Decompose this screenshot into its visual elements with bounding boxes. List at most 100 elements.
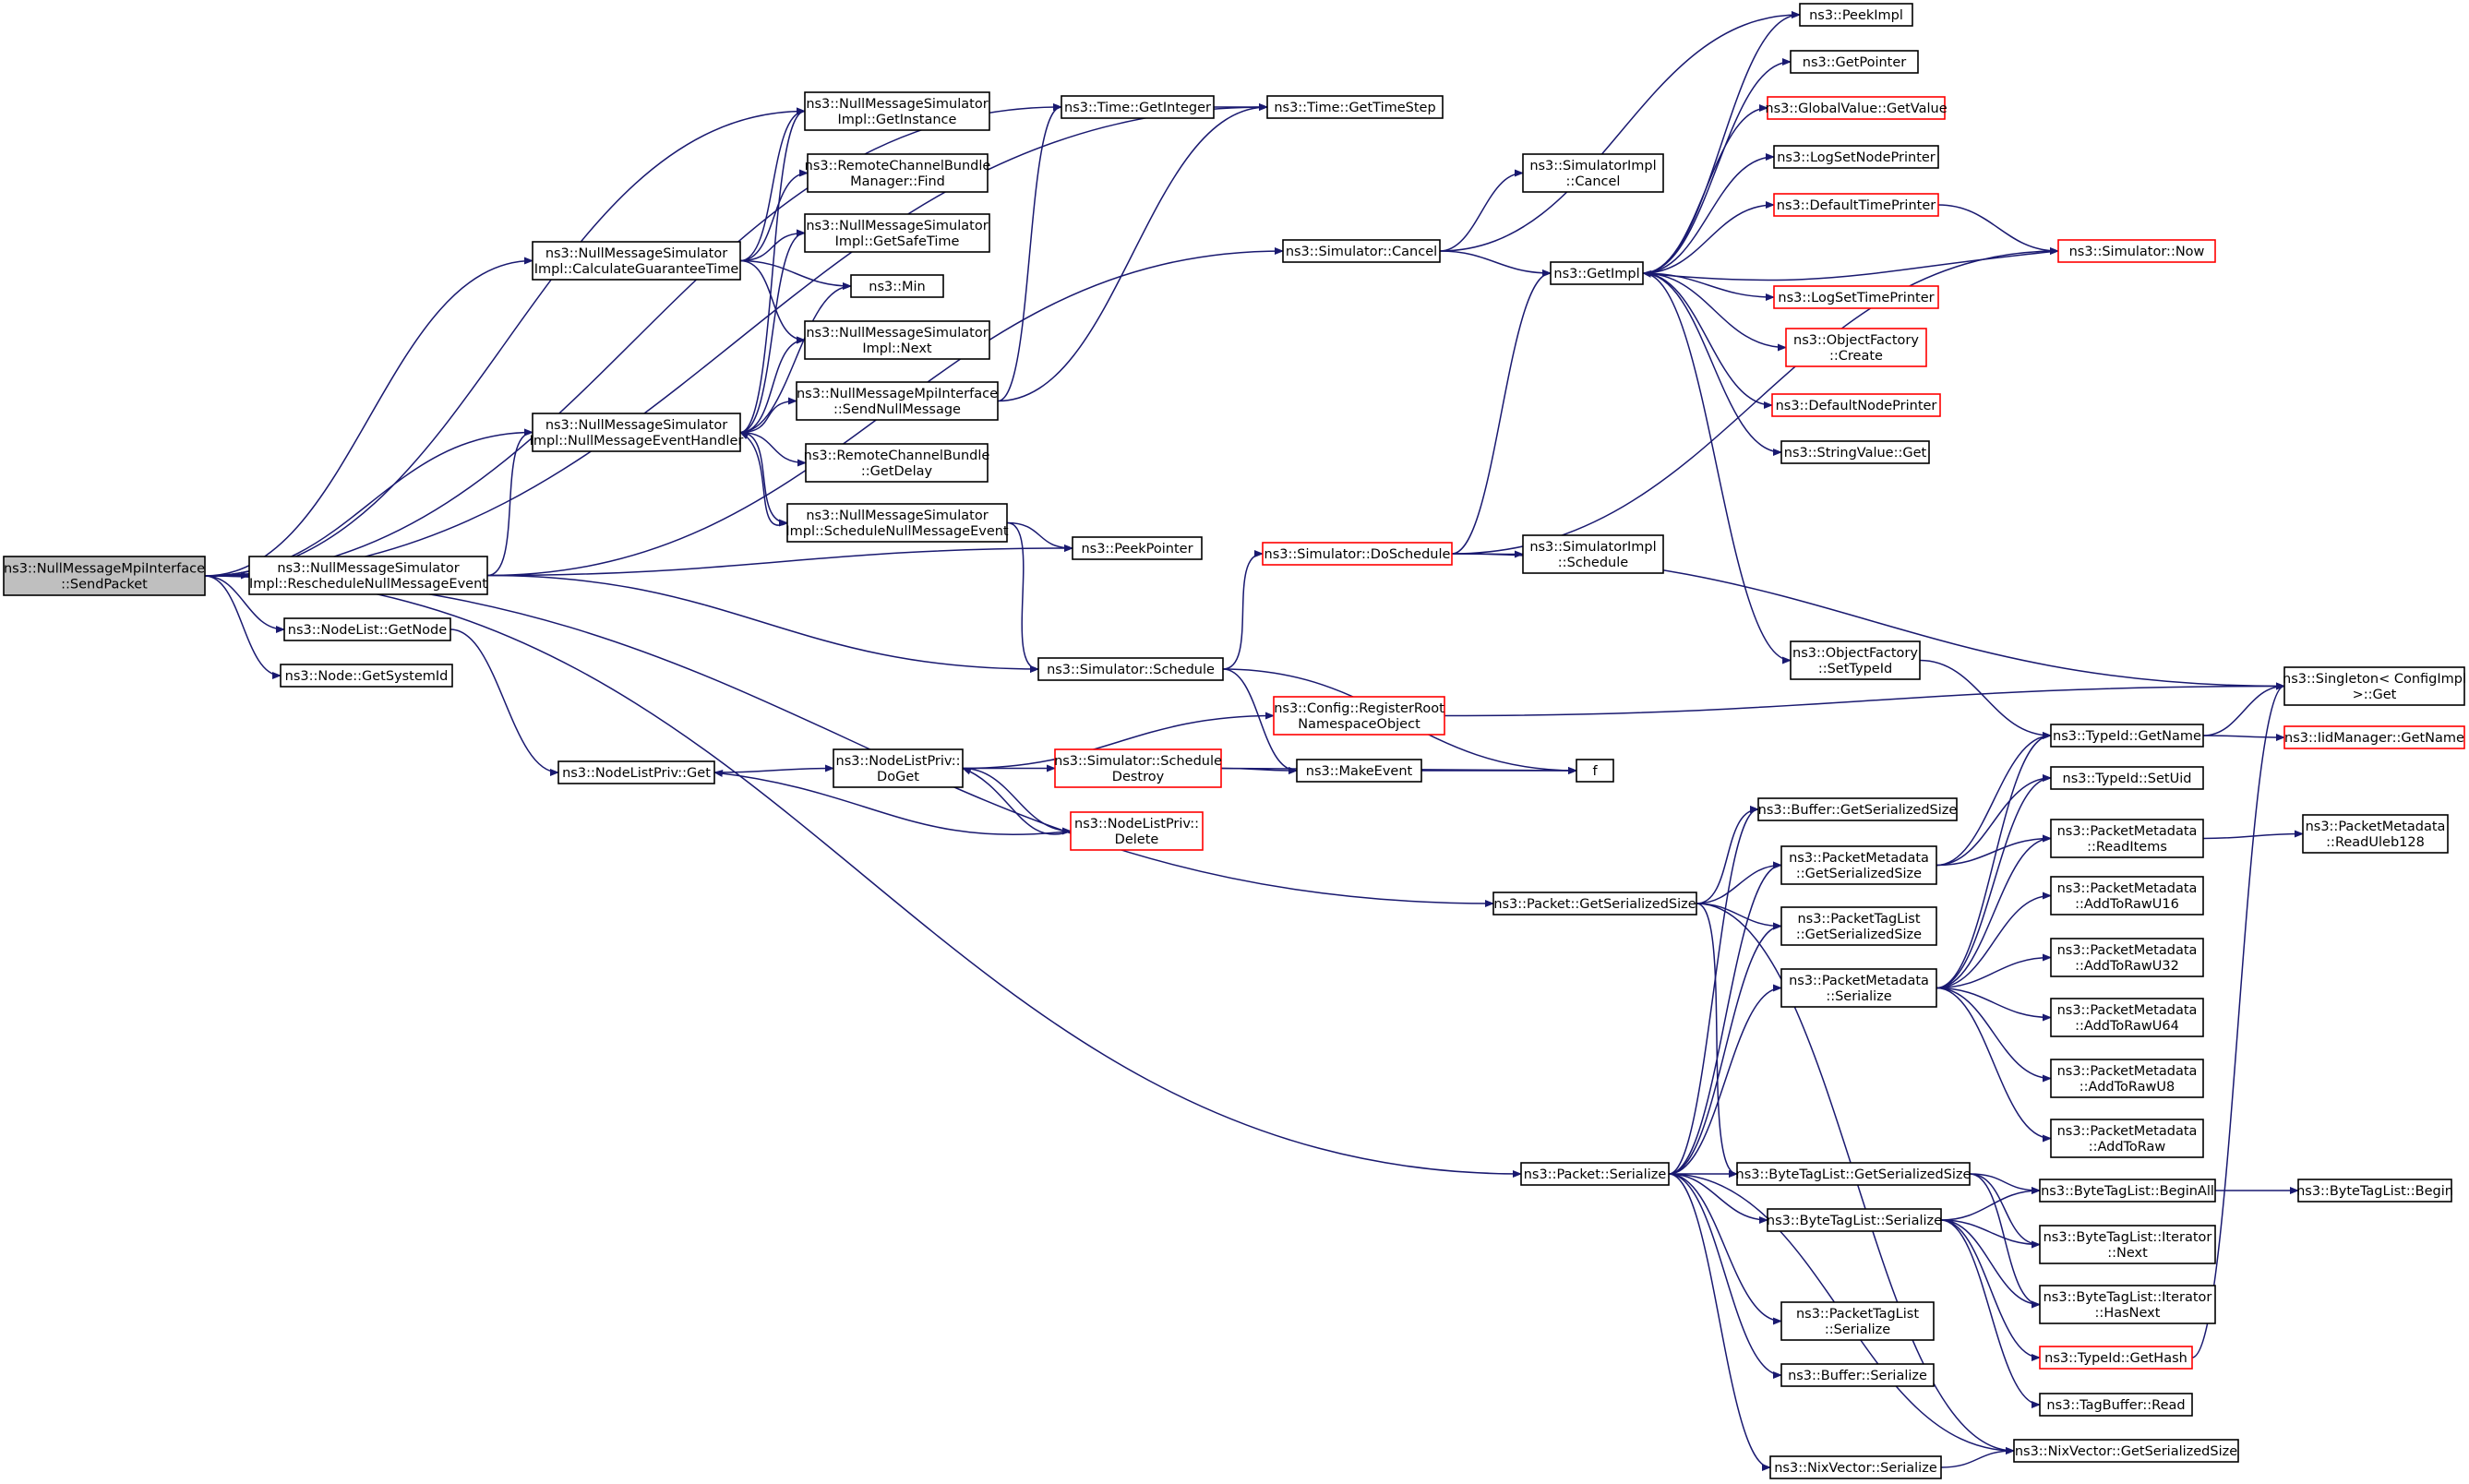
node-box[interactable] xyxy=(1492,892,1697,916)
node-resched[interactable]: ns3::NullMessageSimulatorImpl::Reschedul… xyxy=(248,556,488,595)
node-box[interactable] xyxy=(532,413,741,452)
node-box[interactable] xyxy=(1769,1455,1942,1479)
node-f[interactable]: f xyxy=(1576,759,1614,783)
node-box[interactable] xyxy=(2050,1119,2204,1158)
node-timeGetInteger[interactable]: ns3::Time::GetInteger xyxy=(1061,95,1215,119)
node-iidManagerGetName[interactable]: ns3::IidManager::GetName xyxy=(2283,725,2465,749)
node-simImplCancel[interactable]: ns3::SimulatorImpl::Cancel xyxy=(1522,153,1664,193)
node-pmSerialize[interactable]: ns3::PacketMetadata::Serialize xyxy=(1780,968,1937,1008)
node-typeIdGetName[interactable]: ns3::TypeId::GetName xyxy=(2050,724,2204,748)
node-btlIterHasNext[interactable]: ns3::ByteTagList::Iterator::HasNext xyxy=(2039,1285,2216,1324)
node-schedNull[interactable]: ns3::NullMessageSimulatorImpl::ScheduleN… xyxy=(785,503,1009,543)
node-box[interactable] xyxy=(2050,998,2204,1037)
node-box[interactable] xyxy=(283,617,451,641)
node-box[interactable] xyxy=(2050,766,2204,790)
node-nodeGetSysId[interactable]: ns3::Node::GetSystemId xyxy=(280,664,453,688)
node-box[interactable] xyxy=(833,748,964,788)
node-btlBeginAll[interactable]: ns3::ByteTagList::BeginAll xyxy=(2039,1179,2216,1203)
node-box[interactable] xyxy=(1757,797,1958,821)
node-simNow[interactable]: ns3::Simulator::Now xyxy=(2057,239,2216,263)
node-ptlGetSerSize[interactable]: ns3::PacketTagList::GetSerializedSize xyxy=(1780,906,1937,946)
node-box[interactable] xyxy=(2039,1225,2216,1264)
node-nixSerialize[interactable]: ns3::NixVector::Serialize xyxy=(1769,1455,1942,1479)
node-box[interactable] xyxy=(2050,938,2204,977)
node-box[interactable] xyxy=(786,503,1008,543)
node-box[interactable] xyxy=(1780,440,1930,464)
node-pmGetSerSize[interactable]: ns3::PacketMetadata::GetSerializedSize xyxy=(1780,845,1937,885)
node-stringValueGet[interactable]: ns3::StringValue::Get xyxy=(1780,440,1930,464)
node-box[interactable] xyxy=(1773,193,1939,217)
node-box[interactable] xyxy=(1061,95,1215,119)
node-pmReadUleb128[interactable]: ns3::PacketMetadata::ReadUleb128 xyxy=(2302,814,2449,854)
node-box[interactable] xyxy=(1576,759,1614,783)
node-box[interactable] xyxy=(805,443,989,483)
node-box[interactable] xyxy=(1054,748,1222,788)
node-box[interactable] xyxy=(804,213,990,253)
node-box[interactable] xyxy=(1070,811,1204,851)
node-box[interactable] xyxy=(2039,1285,2216,1324)
node-box[interactable] xyxy=(557,760,715,784)
node-typeIdGetHash[interactable]: ns3::TypeId::GetHash xyxy=(2039,1346,2193,1370)
node-box[interactable] xyxy=(1266,95,1444,119)
node-box[interactable] xyxy=(2013,1439,2239,1463)
node-singletonGet[interactable]: ns3::Singleton< ConfigImpl >::Get xyxy=(2283,666,2466,706)
node-getPointer[interactable]: ns3::GetPointer xyxy=(1790,50,1919,74)
node-box[interactable] xyxy=(1780,1363,1935,1387)
node-box[interactable] xyxy=(1790,640,1921,680)
node-box[interactable] xyxy=(1780,906,1937,946)
node-box[interactable] xyxy=(1522,153,1664,193)
node-box[interactable] xyxy=(2039,1393,2193,1417)
node-pmAddToRawU64[interactable]: ns3::PacketMetadata::AddToRawU64 xyxy=(2050,998,2204,1037)
node-nodeListGetNode[interactable]: ns3::NodeList::GetNode xyxy=(283,617,451,641)
node-box[interactable] xyxy=(2039,1346,2193,1370)
node-box[interactable] xyxy=(1296,759,1422,783)
node-nlpDelete[interactable]: ns3::NodeListPriv::Delete xyxy=(1070,811,1204,851)
node-box[interactable] xyxy=(280,664,453,688)
node-simImplSchedule[interactable]: ns3::SimulatorImpl::Schedule xyxy=(1522,534,1664,574)
node-getInstance[interactable]: ns3::NullMessageSimulatorImpl::GetInstan… xyxy=(804,91,990,131)
node-box[interactable] xyxy=(2050,819,2204,858)
node-box[interactable] xyxy=(1037,657,1224,681)
node-box[interactable] xyxy=(1072,536,1203,560)
node-makeEvent[interactable]: ns3::MakeEvent xyxy=(1296,759,1422,783)
node-box[interactable] xyxy=(2302,814,2449,854)
node-min[interactable]: ns3::Min xyxy=(850,274,944,298)
node-simDoSchedule[interactable]: ns3::Simulator::DoSchedule xyxy=(1262,542,1453,566)
node-box[interactable] xyxy=(2050,1059,2204,1098)
node-getImpl[interactable]: ns3::GetImpl xyxy=(1550,261,1644,285)
node-box[interactable] xyxy=(796,381,999,421)
node-btlSerialize[interactable]: ns3::ByteTagList::Serialize xyxy=(1767,1208,1942,1232)
node-packetSerialize[interactable]: ns3::Packet::Serialize xyxy=(1520,1162,1670,1186)
node-rcbGetDelay[interactable]: ns3::RemoteChannelBundle::GetDelay xyxy=(804,443,990,483)
node-box[interactable] xyxy=(2283,725,2465,749)
node-box[interactable] xyxy=(850,274,944,298)
node-box[interactable] xyxy=(1799,3,1913,27)
node-box[interactable] xyxy=(532,241,741,281)
node-box[interactable] xyxy=(248,556,488,595)
node-box[interactable] xyxy=(1522,534,1664,574)
node-ptlSerialize[interactable]: ns3::PacketTagList::Serialize xyxy=(1780,1301,1935,1341)
node-bufferGetSerSize[interactable]: ns3::Buffer::GetSerializedSize xyxy=(1757,797,1958,821)
node-box[interactable] xyxy=(2057,239,2216,263)
node-objFactoryCreate[interactable]: ns3::ObjectFactory::Create xyxy=(1785,328,1927,367)
node-typeIdSetUid[interactable]: ns3::TypeId::SetUid xyxy=(2050,766,2204,790)
node-box[interactable] xyxy=(1767,96,1946,120)
node-pmAddToRawU32[interactable]: ns3::PacketMetadata::AddToRawU32 xyxy=(2050,938,2204,977)
node-box[interactable] xyxy=(1282,239,1441,263)
node-globalValueGetValue[interactable]: ns3::GlobalValue::GetValue xyxy=(1765,96,1948,120)
node-nlpDoGet[interactable]: ns3::NodeListPriv::DoGet xyxy=(833,748,964,788)
node-box[interactable] xyxy=(1771,393,1941,417)
node-box[interactable] xyxy=(1790,50,1919,74)
node-box[interactable] xyxy=(1773,285,1939,309)
node-pmAddToRawU8[interactable]: ns3::PacketMetadata::AddToRawU8 xyxy=(2050,1059,2204,1098)
node-box[interactable] xyxy=(807,153,989,193)
node-box[interactable] xyxy=(2039,1179,2216,1203)
node-objFactorySetTypeId[interactable]: ns3::ObjectFactory::SetTypeId xyxy=(1790,640,1921,680)
node-btlGetSerSize[interactable]: ns3::ByteTagList::GetSerializedSize xyxy=(1736,1162,1972,1186)
node-box[interactable] xyxy=(1736,1162,1971,1186)
node-logSetTimePrinter[interactable]: ns3::LogSetTimePrinter xyxy=(1773,285,1939,309)
node-box[interactable] xyxy=(2050,724,2204,748)
